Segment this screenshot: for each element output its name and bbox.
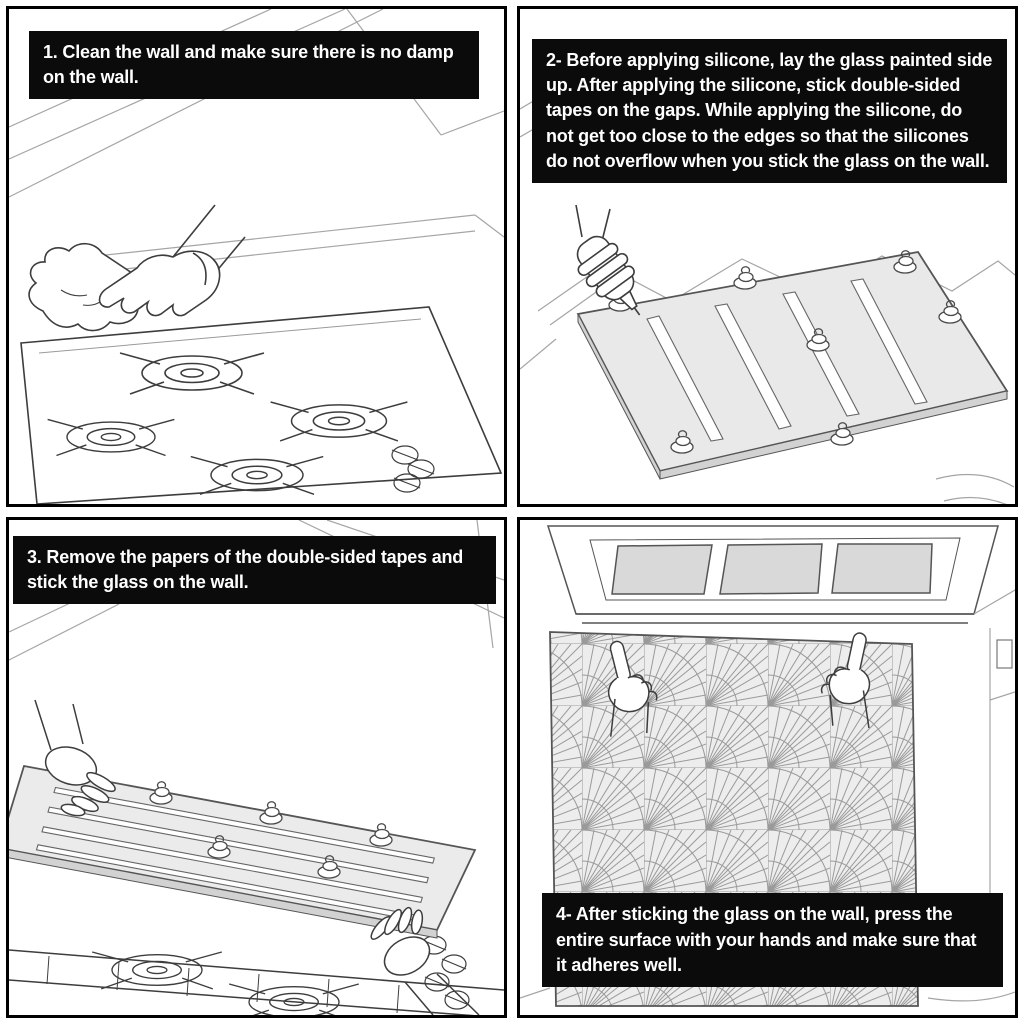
left-hand [34,699,116,817]
step-4-panel: 4- After sticking the glass on the wall,… [517,517,1018,1018]
glass-placement-illustration [9,520,504,1015]
step-3-panel: 3. Remove the papers of the double-sided… [6,517,507,1018]
double-sided-tape-strips [646,278,928,442]
burner [92,951,222,990]
wall-and-counter-lines [520,589,1015,1002]
wiping-hand-and-cloth [28,204,246,332]
right-pressing-hand [820,632,871,729]
step-2-caption: 2- Before applying silicone, lay the gla… [532,39,1007,183]
cloth [28,242,149,332]
step-3-caption: 3. Remove the papers of the double-sided… [13,536,496,605]
silicone-bottle-with-hand [575,204,641,316]
range-hood [546,525,999,624]
cooktop [9,935,504,1015]
silicone-application-illustration [520,70,1015,504]
burner [47,418,175,457]
clean-wall-illustration [9,9,504,504]
cooktop [20,306,503,504]
step-1-panel: 1. Clean the wall and make sure there is… [6,6,507,507]
control-knobs [391,445,435,493]
burner [270,401,408,442]
hood-filter [719,543,823,595]
burner [119,352,265,395]
right-hand [370,906,480,1015]
control-knobs [421,935,470,1010]
burner [229,983,359,1015]
hood-filter [611,544,713,595]
step-4-caption: 4- After sticking the glass on the wall,… [542,893,1003,987]
hood-filter [831,543,933,594]
left-pressing-hand [607,640,658,737]
step-1-caption: 1. Clean the wall and make sure there is… [29,31,479,100]
hand [98,250,221,317]
step-2-panel: 2- Before applying silicone, lay the gla… [517,6,1018,507]
